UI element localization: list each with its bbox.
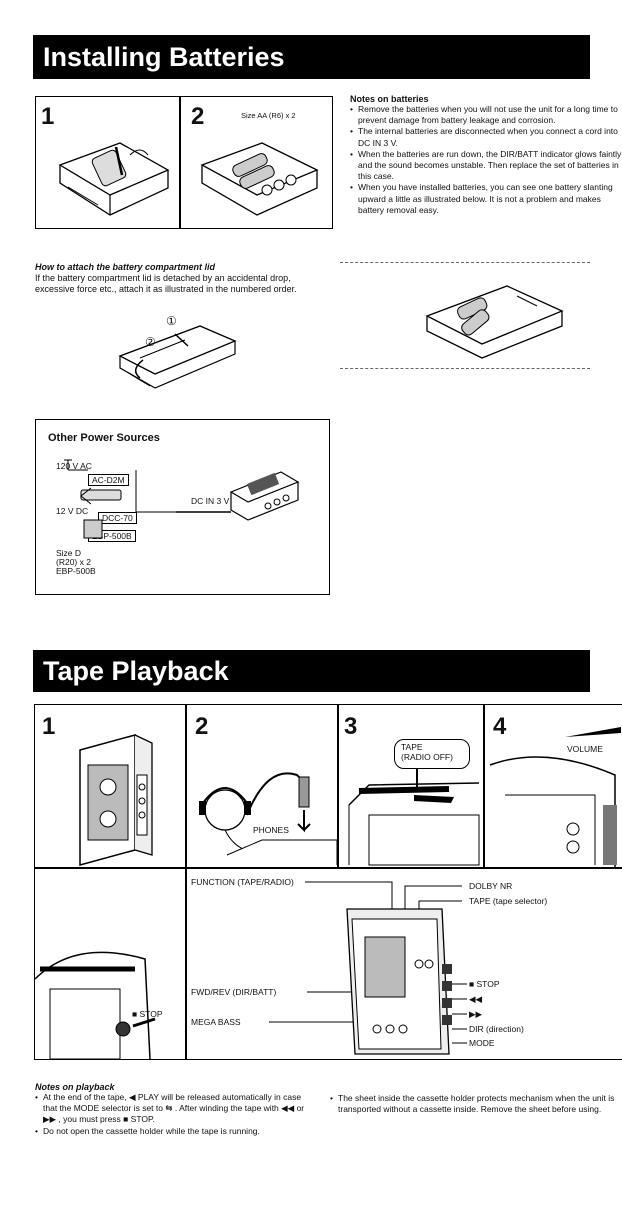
- phones-label: PHONES: [253, 825, 289, 835]
- lid-attach-illustration: [118, 325, 237, 389]
- volume-label: VOLUME: [567, 744, 603, 754]
- battery-step-1-panel: 1: [35, 96, 180, 229]
- mega-bass-label: MEGA BASS: [191, 1017, 241, 1027]
- step-circle-2: ②: [145, 335, 156, 349]
- batteries-title: Installing Batteries: [33, 35, 590, 79]
- playback-note: Do not open the cassette holder while th…: [35, 1126, 305, 1137]
- dc-in-label: DC IN 3 V: [191, 496, 230, 506]
- playback-title: Tape Playback: [33, 650, 590, 692]
- stop-illustration-panel: ■ STOP: [34, 868, 186, 1060]
- playback-notes-right: The sheet inside the cassette holder pro…: [330, 1093, 622, 1115]
- battery-insert-illustration: [58, 142, 170, 216]
- divider: [340, 262, 590, 263]
- tape-label: TAPE: [401, 742, 423, 752]
- battery-note: Remove the batteries when you will not u…: [350, 104, 622, 126]
- dolby-label: DOLBY NR: [469, 881, 513, 891]
- battery-placed-illustration: [200, 142, 319, 216]
- step-number: 1: [41, 103, 55, 130]
- fast-forward-symbol: ▶▶: [469, 1009, 483, 1019]
- divider: [340, 368, 590, 369]
- unit-controls-illustration: [269, 881, 467, 1055]
- tape-selector-label: TAPE (tape selector): [469, 896, 548, 906]
- attach-lid-text: If the battery compartment lid is detach…: [35, 273, 297, 294]
- power-sources-illustration: [64, 459, 300, 539]
- battery-note: The internal batteries are disconnected …: [350, 126, 622, 148]
- function-switch-illustration: [348, 769, 480, 866]
- cassette-insert-illustration: [79, 734, 153, 866]
- battery-note: When the batteries are run down, the DIR…: [350, 149, 622, 183]
- ac-label: 120 V AC: [56, 461, 92, 471]
- step-circle-1: ①: [166, 314, 177, 328]
- playback-step-2-panel: 2 PHONES: [186, 704, 338, 868]
- dc-label: 12 V DC: [56, 506, 89, 516]
- volume-control-illustration: [489, 727, 621, 869]
- step-number: 3: [344, 713, 358, 740]
- battery-size-label: Size AA (R6) x 2: [241, 111, 296, 120]
- mode-label: MODE: [469, 1038, 495, 1048]
- other-power-sources-box: Other Power Sources 120 V AC AC-D2M 12 V…: [35, 419, 330, 595]
- step-number: 2: [191, 103, 205, 130]
- playback-note: The sheet inside the cassette holder pro…: [330, 1093, 622, 1115]
- attach-lid-heading: How to attach the battery compartment li…: [35, 262, 216, 272]
- battery-step-2-panel: 2 Size AA (R6) x 2: [180, 96, 333, 229]
- playback-step-1-panel: 1: [34, 704, 186, 868]
- controls-diagram-panel: FUNCTION (TAPE/RADIO) FWD/REV (DIR/BATT)…: [186, 868, 622, 1060]
- radio-off-label: (RADIO OFF): [401, 752, 453, 762]
- ac-adaptor-model: AC-D2M: [88, 474, 129, 486]
- dir-label: DIR (direction): [469, 1024, 524, 1034]
- ebp-label: EBP-500B: [56, 566, 96, 576]
- playback-notes-left: At the end of the tape, ◀ PLAY will be r…: [35, 1092, 305, 1137]
- function-label: FUNCTION (TAPE/RADIO): [191, 877, 294, 887]
- tape-radio-off-callout: TAPE (RADIO OFF): [394, 739, 470, 769]
- stop-button-illustration: [34, 951, 156, 1060]
- playback-step-3-panel: 3 TAPE (RADIO OFF): [338, 704, 484, 868]
- playback-step-4-panel: 4 VOLUME: [484, 704, 622, 869]
- battery-notes-list: Remove the batteries when you will not u…: [350, 104, 622, 216]
- step-number: 2: [195, 713, 209, 740]
- dcc-model: DCC-70: [98, 512, 137, 524]
- rewind-symbol: ◀◀: [469, 994, 483, 1004]
- step-number: 1: [42, 713, 56, 740]
- battery-note: When you have installed batteries, you c…: [350, 182, 622, 216]
- battery-slant-illustration: [425, 285, 564, 359]
- size-d-label: Size D: [56, 548, 82, 558]
- r20-label: (R20) x 2: [56, 557, 91, 567]
- step-number: 4: [493, 713, 507, 740]
- playback-notes-title: Notes on playback: [35, 1082, 115, 1092]
- playback-note: At the end of the tape, ◀ PLAY will be r…: [35, 1092, 305, 1126]
- headphones-illustration: [199, 772, 338, 865]
- stop-right-label: ■ STOP: [469, 979, 500, 989]
- power-title: Other Power Sources: [48, 432, 160, 444]
- battery-notes-title: Notes on batteries: [350, 94, 429, 104]
- fwd-rev-label: FWD/REV (DIR/BATT): [191, 987, 277, 997]
